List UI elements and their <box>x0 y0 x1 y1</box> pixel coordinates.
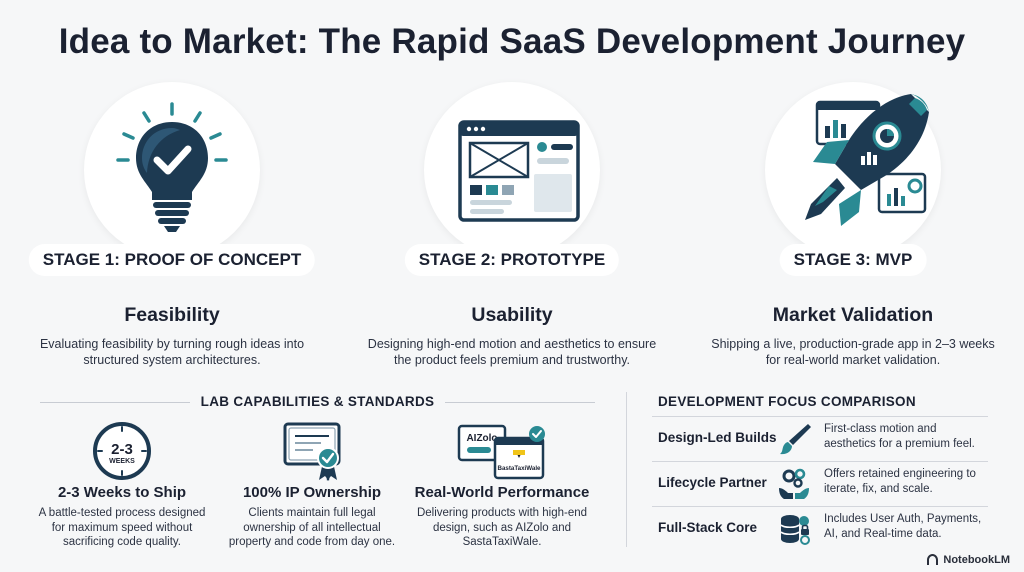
comparison-section-title: DEVELOPMENT FOCUS COMPARISON <box>658 394 916 409</box>
capabilities-section-title: LAB CAPABILITIES & STANDARDS <box>200 394 435 409</box>
paintbrush-icon <box>780 424 811 455</box>
wireframe-window-icon <box>458 120 580 222</box>
gears-hands-icon <box>779 468 809 499</box>
database-stack-icon <box>780 515 810 545</box>
capability-speed: 2-3 WEEKS 2-3 Weeks to Ship A battle-tes… <box>32 420 212 560</box>
clock-label-main: 2-3 <box>111 441 133 458</box>
stage-prototype: STAGE 2: PROTOTYPE Usability Designing h… <box>362 82 662 372</box>
capability-description: A battle-tested process designed for max… <box>38 507 206 548</box>
comparison-row-full-stack: Full-Stack Core Includes User Auth, Paym… <box>652 506 988 550</box>
page-title: Idea to Market: The Rapid SaaS Developme… <box>58 22 966 61</box>
brand-watermark: NotebookLM <box>926 553 1010 566</box>
divider-line <box>40 402 190 403</box>
clock-label-sub: WEEKS <box>109 458 135 465</box>
capability-description: Clients maintain full legal ownership of… <box>228 507 396 548</box>
comparison-row-design-led: Design-Led Builds First-class motion and… <box>652 416 988 460</box>
comparison-row-text: First-class motion and aesthetics for a … <box>824 423 975 450</box>
certificate-icon <box>283 422 341 481</box>
stage-proof-of-concept: STAGE 1: PROOF OF CONCEPT Feasibility Ev… <box>22 82 322 372</box>
section-divider <box>626 392 627 547</box>
capability-heading: Real-World Performance <box>414 484 590 501</box>
capability-ip-ownership: 100% IP Ownership Clients maintain full … <box>222 420 402 560</box>
comparison-row-name: Design-Led Builds <box>658 430 777 445</box>
comparison-row-name: Full-Stack Core <box>658 520 758 535</box>
capabilities-section-header: LAB CAPABILITIES & STANDARDS <box>40 394 595 412</box>
comparison-row-name: Lifecycle Partner <box>658 475 767 490</box>
comparison-row-text: Offers retained engineering to iterate, … <box>824 468 976 495</box>
stage-mvp: STAGE 3: MVP Market Validation Shipping … <box>703 82 1003 372</box>
capability-performance: AIZolo BastaTaxiWale Real-World Performa… <box>412 420 592 560</box>
stage-heading: Market Validation <box>772 304 934 326</box>
lightbulb-check-icon <box>116 102 228 232</box>
stage-description: Designing high-end motion and aesthetics… <box>367 337 657 367</box>
stage-pill: STAGE 1: PROOF OF CONCEPT <box>28 244 316 276</box>
comparison-row-lifecycle: Lifecycle Partner Offers retained engine… <box>652 461 988 505</box>
notebooklm-logo-icon <box>927 554 939 565</box>
stage-description: Shipping a live, production-grade app in… <box>711 337 995 367</box>
stage-pill: STAGE 3: MVP <box>779 244 927 276</box>
capability-description: Delivering products with high-end design… <box>416 507 588 548</box>
product-label-a: AIZolo <box>466 433 497 444</box>
comparison-row-text: Includes User Auth, Payments, AI, and Re… <box>824 513 982 540</box>
stage-heading: Usability <box>471 304 553 326</box>
product-cards-icon: AIZolo BastaTaxiWale <box>457 424 545 480</box>
rocket-dashboard-icon <box>805 94 929 226</box>
clock-icon: 2-3 WEEKS <box>93 422 151 480</box>
capability-heading: 2-3 Weeks to Ship <box>57 484 187 501</box>
stage-description: Evaluating feasibility by turning rough … <box>39 337 305 367</box>
divider-line <box>445 402 595 403</box>
stage-pill: STAGE 2: PROTOTYPE <box>404 244 620 276</box>
stage-heading: Feasibility <box>124 304 220 326</box>
brand-label: NotebookLM <box>943 553 1010 566</box>
product-label-b: BastaTaxiWale <box>498 465 542 472</box>
capability-heading: 100% IP Ownership <box>242 484 382 501</box>
